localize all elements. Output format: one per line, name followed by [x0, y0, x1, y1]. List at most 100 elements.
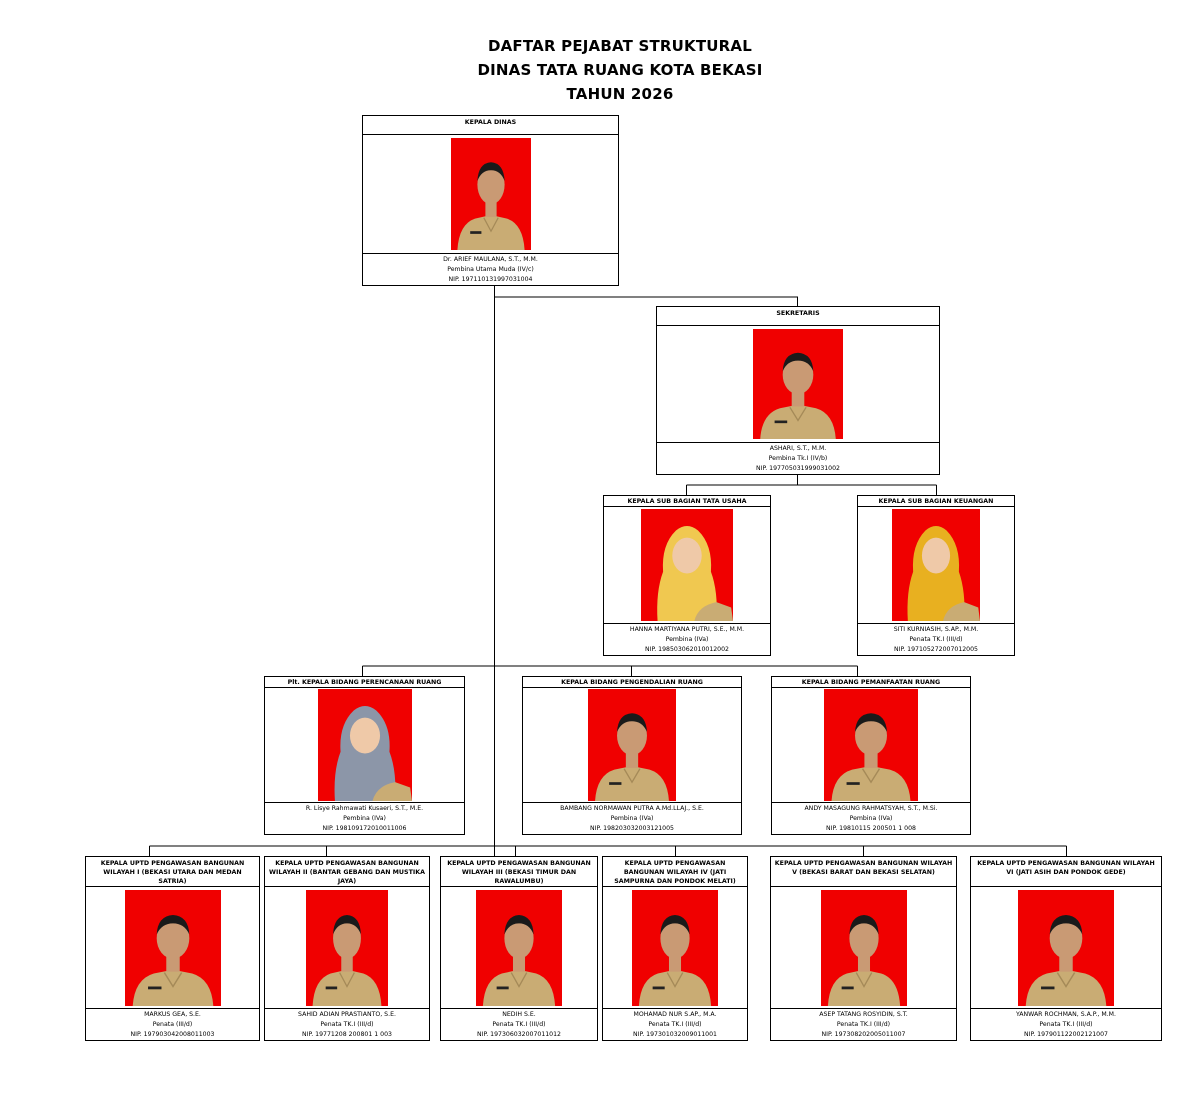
photo-area [858, 507, 1014, 623]
uniform-shape [638, 969, 712, 1006]
official-rank: Pembina (IVa) [665, 636, 709, 643]
hair-shape [333, 914, 361, 935]
name-tag-shape [1041, 986, 1055, 989]
collar-shape [861, 768, 881, 784]
neck-shape [625, 751, 639, 768]
portrait-photo [124, 889, 221, 1006]
official-rank: Penata TK.I (III/d) [648, 1021, 702, 1028]
face-shape [333, 917, 361, 959]
hair-shape [1049, 914, 1083, 935]
photo-area [363, 135, 618, 253]
collar-shape [855, 971, 872, 988]
chart-title-line-1: DAFTAR PEJABAT STRUKTURAL [487, 37, 753, 55]
position-title: SEKRETARIS [657, 307, 939, 326]
official-rank: Pembina Utama Muda (IV/c) [447, 266, 534, 273]
position-title: KEPALA DINAS [363, 116, 618, 135]
name-tag-shape [325, 986, 338, 989]
org-box-kepala-dinas: KEPALA DINAS Dr. ARIEF MAULANA, S.T., M.M… [362, 115, 619, 286]
hair-shape [855, 713, 887, 733]
position-title: KEPALA UPTD PENGAWASAN BANGUNAN WILAYAH … [771, 857, 956, 887]
portrait-photo [641, 509, 733, 621]
official-info: ANDY MASAGUNG RAHMATSYAH, S.T., M.Si.Pem… [772, 802, 970, 834]
uniform-shape [372, 782, 412, 801]
collar-shape [482, 217, 499, 233]
official-nip: NIP. 197301032009011001 [632, 1031, 717, 1038]
connector-to-sekretaris [494, 296, 798, 306]
photo-area [771, 887, 956, 1008]
neck-shape [857, 954, 870, 972]
org-box-uptd-1: KEPALA UPTD PENGAWASAN BANGUNAN WILAYAH … [85, 856, 260, 1041]
position-title: KEPALA SUB BAGIAN TATA USAHA [604, 496, 770, 507]
name-tag-shape [609, 782, 622, 785]
face-shape [617, 715, 647, 756]
official-name: YANWAR ROCHMAN, S.A.P., M.M. [1016, 1011, 1116, 1018]
connector-bidang [362, 665, 858, 676]
neck-shape [484, 200, 497, 217]
org-box-kasubag-tata-usaha: KEPALA SUB BAGIAN TATA USAHA HANNA MARTIY… [603, 495, 771, 656]
name-tag-shape [469, 231, 481, 234]
org-box-kabid-pemanfaatan: KEPALA BIDANG PEMANFAATAN RUANG ANDY MASA… [771, 676, 971, 835]
official-name: SAHID ADIAN PRASTIANTO, S.E. [298, 1011, 396, 1018]
official-rank: Penata TK.I (III/d) [320, 1021, 374, 1028]
official-rank: Penata TK.I (III/d) [492, 1021, 546, 1028]
official-name: MARKUS GEA, S.E. [144, 1011, 201, 1018]
portrait-photo [820, 889, 907, 1006]
position-title: KEPALA UPTD PENGAWASAN BANGUNAN WILAYAH … [971, 857, 1161, 887]
official-name: NEDIH S.E. [502, 1011, 536, 1018]
neck-shape [864, 751, 878, 768]
official-rank: Pembina (IVa) [610, 815, 654, 822]
org-box-uptd-5: KEPALA UPTD PENGAWASAN BANGUNAN WILAYAH … [770, 856, 957, 1041]
position-title: KEPALA UPTD PENGAWASAN BANGUNAN WILAYAH … [86, 857, 259, 887]
photo-area [86, 887, 259, 1008]
official-name: R. Lisye Rahmawati Kusaeri, S.T., M.E. [305, 805, 424, 812]
official-info: MARKUS GEA, S.E.Penata (III/d)NIP. 19790… [86, 1008, 259, 1040]
neck-shape [165, 954, 180, 972]
official-rank: Pembina (IVa) [849, 815, 893, 822]
hair-shape [504, 914, 534, 935]
hair-shape [156, 914, 189, 935]
official-rank: Penata TK.I (III/d) [836, 1021, 891, 1028]
name-tag-shape [846, 782, 860, 785]
collar-shape [163, 971, 182, 988]
official-info: Dr. ARIEF MAULANA, S.T., M.M.Pembina Uta… [363, 253, 618, 285]
hair-shape [848, 914, 879, 935]
official-nip: NIP. 197903042008011003 [130, 1031, 215, 1038]
name-tag-shape [841, 986, 854, 989]
position-title: KEPALA BIDANG PENGENDALIAN RUANG [523, 677, 741, 688]
name-tag-shape [652, 986, 665, 989]
org-box-uptd-6: KEPALA UPTD PENGAWASAN BANGUNAN WILAYAH … [970, 856, 1162, 1041]
official-info: BAMBANG NORMAWAN PUTRA A.Md.LLAJ., S.E. P… [523, 802, 741, 834]
uniform-shape [943, 602, 980, 621]
hair-shape [782, 352, 814, 372]
face-shape [660, 917, 690, 959]
official-name: MOHAMAD NUR S.AP., M.A. [633, 1011, 717, 1018]
chart-title-line-2: DINAS TATA RUANG KOTA BEKASI [477, 61, 763, 79]
official-info: YANWAR ROCHMAN, S.A.P., M.M.Penata TK.I … [971, 1008, 1161, 1040]
face-shape [921, 537, 951, 574]
position-title: Plt. KEPALA BIDANG PERENCANAAN RUANG [265, 677, 464, 688]
official-nip: NIP. 197110131997031004 [448, 276, 533, 283]
name-tag-shape [774, 420, 788, 424]
face-shape [1049, 917, 1083, 959]
connector-uptd [149, 845, 1067, 856]
portrait-photo [476, 889, 562, 1006]
face-shape [504, 917, 534, 959]
photo-area [523, 688, 741, 802]
position-title: KEPALA UPTD PENGAWASAN BANGUNAN WILAYAH … [603, 857, 747, 887]
portrait-photo [306, 889, 388, 1006]
uniform-shape [694, 602, 733, 621]
official-name: BAMBANG NORMAWAN PUTRA A.Md.LLAJ., S.E. [560, 805, 704, 812]
official-rank: Penata TK.I (III/d) [909, 636, 963, 643]
uniform-shape [312, 969, 382, 1006]
hair-shape [660, 914, 690, 935]
org-box-kabid-pengendalian: KEPALA BIDANG PENGENDALIAN RUANG BAMBANG … [522, 676, 742, 835]
uniform-shape [456, 215, 525, 250]
official-info: HANNA MARTIYANA PUTRI, S.E., M.M. Pembina… [604, 623, 770, 655]
photo-area [604, 507, 770, 623]
official-name: HANNA MARTIYANA PUTRI, S.E., M.M. [629, 626, 745, 633]
org-box-uptd-2: KEPALA UPTD PENGAWASAN BANGUNAN WILAYAH … [264, 856, 430, 1041]
chart-title-line-3: TAHUN 2026 [566, 85, 674, 103]
position-title: KEPALA BIDANG PEMANFAATAN RUANG [772, 677, 970, 688]
uniform-shape [1025, 969, 1107, 1006]
neck-shape [791, 390, 805, 407]
